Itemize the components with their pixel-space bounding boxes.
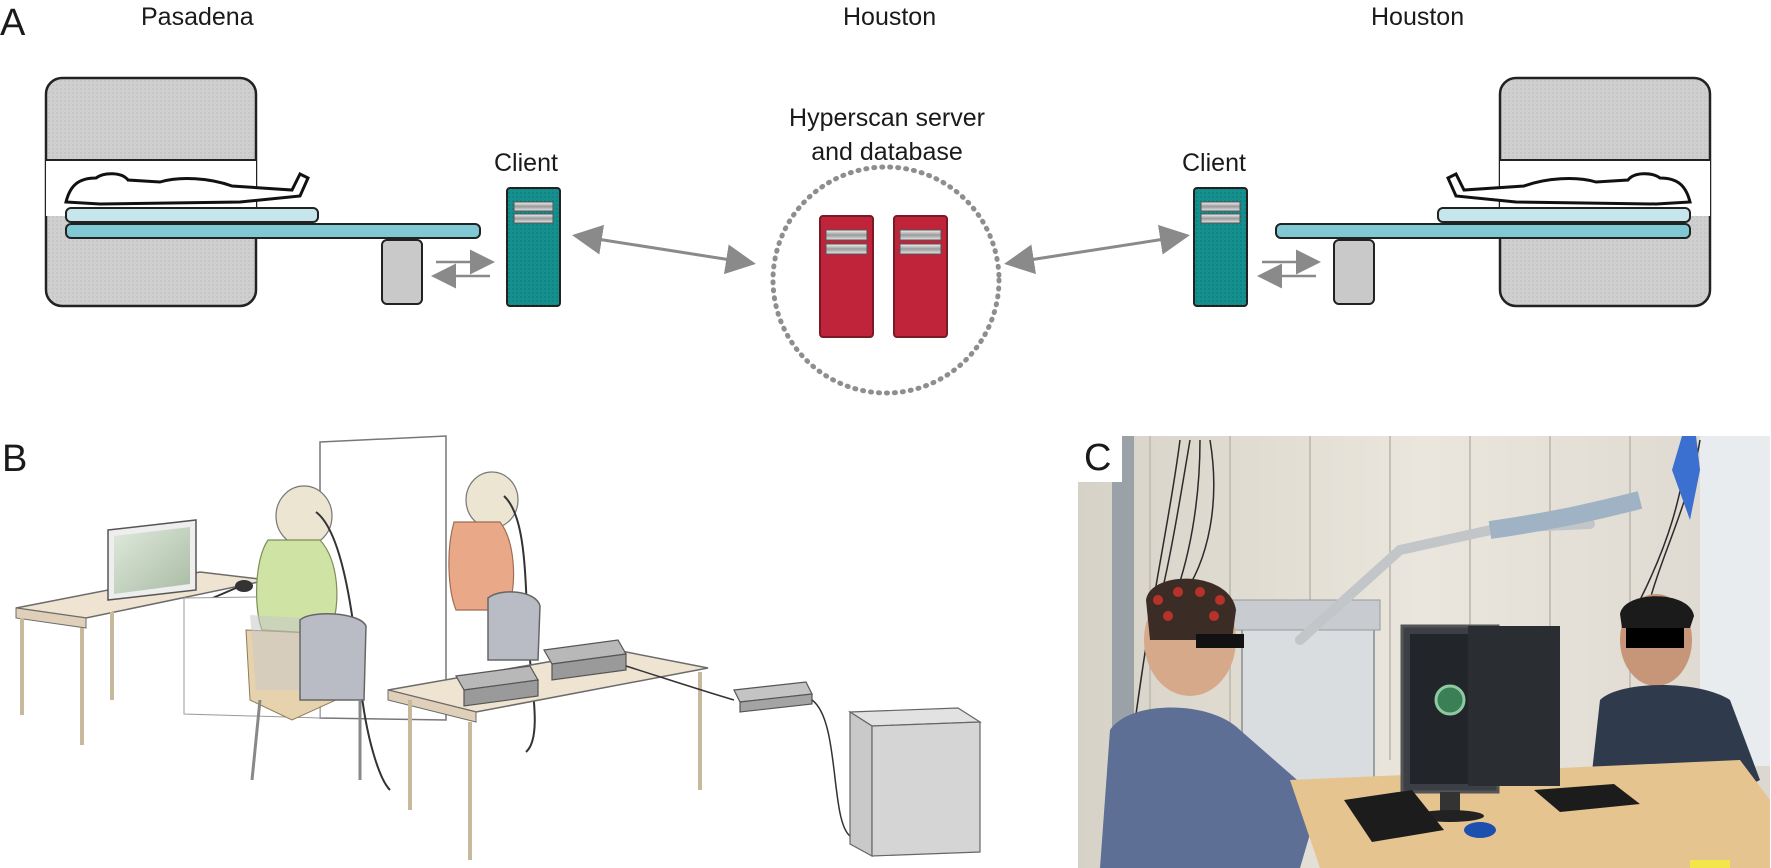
client-computer-left [506,187,561,307]
lab-photo [1078,436,1770,868]
chair-1 [250,613,367,781]
chair-2 [487,591,541,661]
amplifier-1 [455,665,539,707]
amplifier-2 [543,639,627,681]
panel-c-letter: C [1084,437,1112,479]
server-label-line2: and database [811,138,963,166]
panel-b-letter: B [2,438,28,480]
patient-bed-left [64,171,481,305]
site-label-left: Pasadena [141,3,254,31]
photo-mouse [1464,822,1496,838]
site-label-right: Houston [1371,3,1465,31]
link-arrow-left [572,224,756,275]
patient-icon-left [64,171,310,206]
photo-keyboard-left [1344,790,1444,842]
site-label-center: Houston [843,3,937,31]
exchange-arrows-left [431,249,495,289]
hyperscan-server [770,164,1002,396]
photo-monitor-back [1468,626,1560,786]
exchange-arrows-right [1257,249,1321,289]
patient-bed-right [1275,171,1692,305]
patient-icon-right [1446,171,1692,206]
panel-a-letter: A [0,2,26,44]
client-label-left: Client [494,149,558,177]
photo-keyboard-right [1534,784,1640,812]
sync-box [733,681,813,713]
client-computer-right [1193,187,1248,307]
eeg-lab-illustration [15,435,982,860]
client-label-right: Client [1182,149,1246,177]
computer-tower [848,707,982,858]
monitor-icon [107,519,197,601]
link-arrow-right [1004,224,1190,275]
server-label: Hyperscan server and database [769,101,1005,169]
server-label-line1: Hyperscan server [789,104,985,132]
photo-person-left [1100,578,1320,868]
